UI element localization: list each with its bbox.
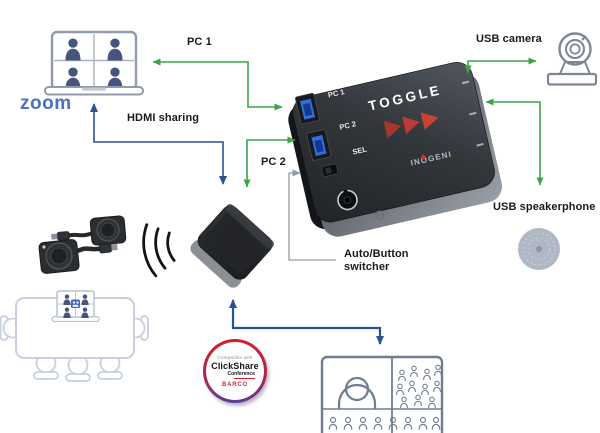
label-auto-button-switcher: Auto/Button switcher bbox=[344, 248, 409, 273]
audience-figures bbox=[396, 364, 442, 409]
conference-display-icon bbox=[320, 355, 444, 433]
label-usb-camera: USB camera bbox=[476, 33, 542, 45]
device-port-label-pc1: PC 1 bbox=[327, 87, 345, 100]
label-usb-speakerphone: USB speakerphone bbox=[493, 201, 596, 213]
label-auto-button-line1: Auto/Button bbox=[344, 248, 409, 260]
badge-brand-text: BARCO bbox=[222, 381, 248, 388]
button-cable bbox=[68, 231, 92, 238]
wireless-signal-icon bbox=[142, 223, 176, 278]
device-label-sel: SEL bbox=[352, 144, 369, 156]
meeting-table-icon bbox=[0, 290, 149, 382]
usb-camera-icon bbox=[546, 32, 598, 86]
wireless-button-1 bbox=[38, 239, 118, 274]
usb-plug-tip bbox=[51, 233, 58, 240]
brand-diamond-icon bbox=[420, 154, 427, 161]
label-pc2: PC 2 bbox=[261, 156, 286, 168]
label-pc1: PC 1 bbox=[187, 36, 212, 48]
label-auto-button-line2: switcher bbox=[344, 260, 390, 273]
laptop-zoom-call-icon bbox=[44, 30, 144, 96]
badge-edition-text: Conference bbox=[227, 370, 255, 377]
usb-speakerphone-icon bbox=[518, 228, 560, 270]
wire-usb-speakerphone bbox=[485, 98, 544, 186]
wire-hdmi-sharing bbox=[90, 103, 227, 185]
badge-product-text: ClickShare bbox=[211, 360, 259, 371]
sel-switch bbox=[321, 163, 339, 177]
wireless-button-2 bbox=[51, 215, 127, 246]
gallery-strip-figures bbox=[328, 416, 441, 431]
device-port-label-pc2: PC 2 bbox=[339, 119, 357, 132]
switcher-base-unit bbox=[190, 204, 274, 288]
usb-port-pc1 bbox=[295, 92, 320, 125]
badge-compatible-text: Compatible with bbox=[217, 354, 253, 360]
callout-auto-button bbox=[288, 169, 336, 261]
clickshare-conference-badge: Compatible with ClickShare Conference BA… bbox=[203, 339, 267, 403]
toggle-triangles-icon bbox=[383, 112, 439, 139]
device-top-face bbox=[292, 61, 495, 223]
wire-pc2 bbox=[243, 136, 296, 188]
table-laptop-icon bbox=[51, 290, 100, 323]
zoom-logo: zoom bbox=[20, 93, 72, 114]
connection-wires bbox=[90, 57, 544, 345]
usb-port-pc2 bbox=[306, 129, 332, 161]
wire-display bbox=[229, 299, 384, 345]
wire-pc1 bbox=[152, 58, 283, 111]
screw bbox=[375, 210, 385, 220]
toggle-switcher-device: PC 1 PC 2 SEL TOGGLE INOGENI bbox=[288, 61, 502, 237]
badge-face: Compatible with ClickShare Conference BA… bbox=[206, 342, 264, 400]
usb-plug-tip bbox=[111, 243, 118, 251]
power-jack bbox=[337, 189, 358, 211]
label-hdmi-sharing: HDMI sharing bbox=[127, 112, 200, 124]
button-cable bbox=[76, 246, 100, 254]
badge-red-rule bbox=[234, 377, 255, 379]
right-edge-port-marks bbox=[461, 80, 484, 147]
usb-plug bbox=[56, 231, 70, 241]
wire-usb-camera bbox=[464, 57, 537, 74]
